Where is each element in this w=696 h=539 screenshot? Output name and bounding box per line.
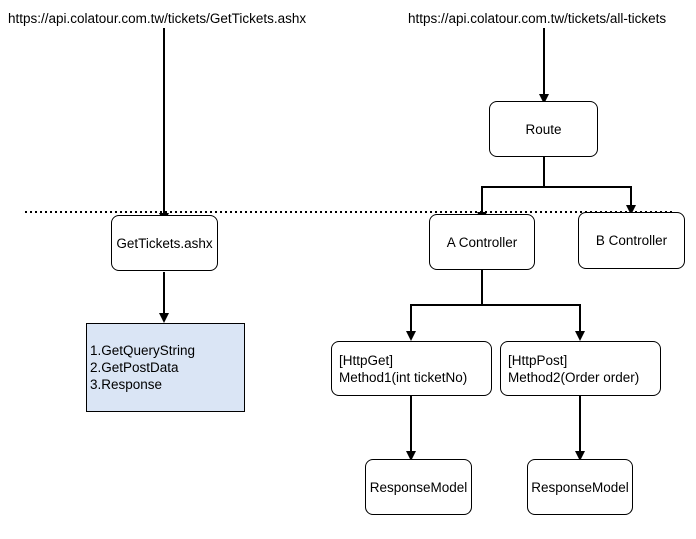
gettickets-node-label: GetTickets.ashx [116, 235, 213, 251]
b-controller-node: B Controller [578, 212, 685, 269]
b-controller-node-label: B Controller [595, 233, 668, 248]
responsemodel-node-1: ResponseModel [365, 459, 472, 515]
method2-signature: Method2(Order order) [508, 369, 640, 385]
gettickets-node: GetTickets.ashx [111, 215, 218, 271]
method1-node: [HttpGet] Method1(int ticketNo) [331, 341, 492, 396]
responsemodel-1-label: ResponseModel [369, 479, 468, 495]
method1-signature: Method1(int ticketNo) [339, 369, 468, 385]
responsemodel-node-2: ResponseModel [527, 459, 633, 515]
arrow-route-to-b-controller [544, 186, 636, 215]
url-gettickets-label: https://api.colatour.com.tw/tickets/GetT… [8, 11, 307, 26]
method2-attribute: [HttpPost] [508, 352, 568, 368]
arrow-route-to-a-controller [477, 157, 545, 222]
a-controller-node-label: A Controller [446, 234, 518, 250]
arrow-controller-to-method2 [482, 304, 585, 341]
url-all-tickets-label: https://api.colatour.com.tw/tickets/all-… [408, 11, 667, 26]
a-controller-node: A Controller [429, 214, 535, 270]
ashx-steps-box: 1.GetQueryString 2.GetPostData 3.Respons… [86, 323, 245, 412]
step-item: 1.GetQueryString [90, 343, 196, 358]
method1-attribute: [HttpGet] [339, 352, 394, 368]
step-item: 2.GetPostData [90, 360, 179, 375]
route-node-label: Route [525, 121, 562, 137]
method2-node: [HttpPost] Method2(Order order) [500, 341, 661, 396]
arrow-controller-to-method1 [406, 270, 483, 341]
responsemodel-2-label: ResponseModel [531, 479, 629, 495]
route-node: Route [489, 101, 598, 157]
step-item: 3.Response [90, 377, 163, 392]
